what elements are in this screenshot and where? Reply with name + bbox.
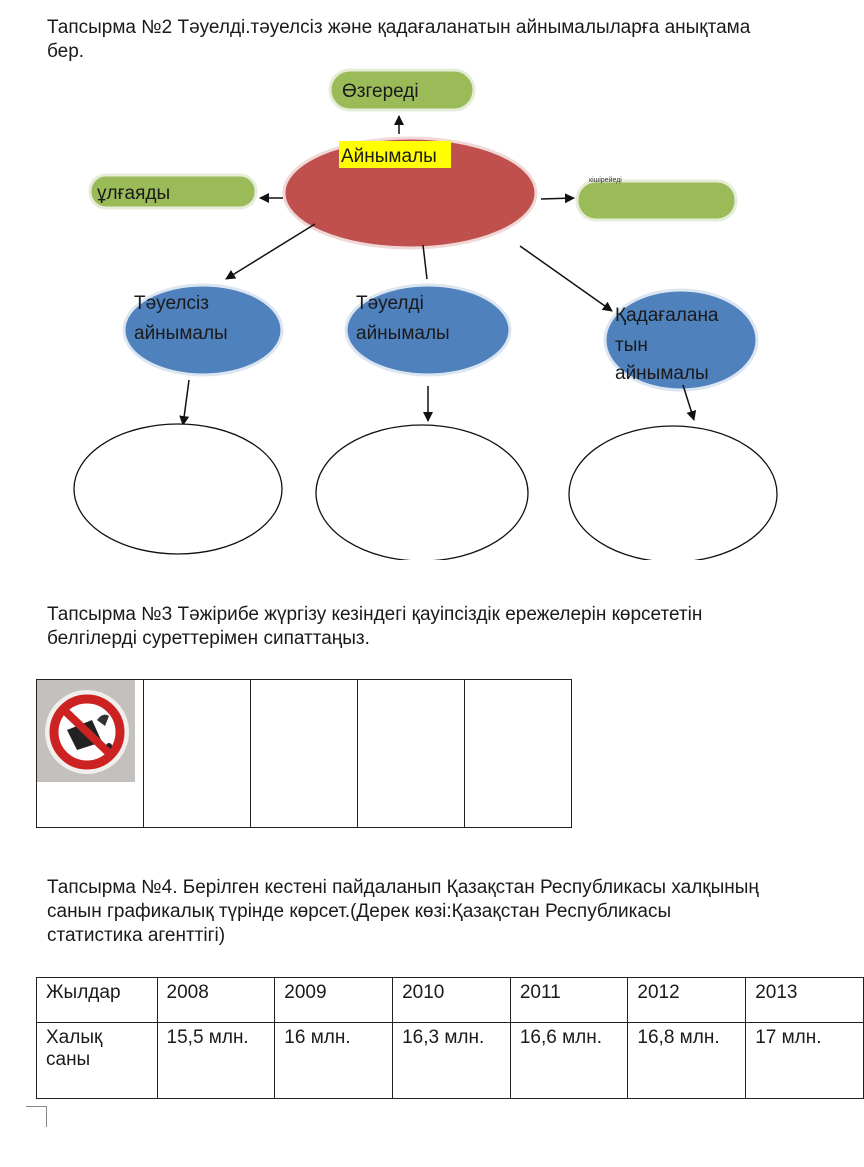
task2-line2: бер. (47, 41, 85, 62)
population-label-line2: саны (46, 1049, 91, 1070)
left-pill (88, 173, 258, 210)
left-pill-label: ұлғаяды (97, 183, 170, 204)
table-cell: 17 млн. (745, 1022, 864, 1099)
dependent-label: Тәуелді айнымалы (356, 293, 450, 344)
table-cell: 2008 (156, 977, 276, 1023)
table-cell: 2009 (274, 977, 394, 1023)
dependent-label-line1: Тәуелді (356, 293, 424, 314)
independent-label-line2: айнымалы (134, 323, 228, 344)
task3-line1: Тапсырма №3 Тәжірибе жүргізу кезіндегі қ… (47, 604, 703, 625)
signs-row (36, 679, 572, 828)
independent-ellipse (122, 283, 284, 377)
dependent-label-line2: айнымалы (356, 323, 450, 344)
answer-ellipse-2[interactable] (315, 424, 529, 560)
center-label: Айнымалы (341, 146, 437, 167)
sign-cell-4[interactable] (357, 679, 465, 828)
table-cell: 16,6 млн. (509, 1022, 629, 1099)
answer-ellipse-1[interactable] (73, 423, 283, 555)
population-label-line1: Халық (46, 1027, 103, 1048)
arrow-right (540, 193, 575, 204)
controlled-label-line1: Қадағалана (615, 305, 719, 326)
table-cell: 2010 (392, 977, 511, 1023)
arrow-down-1 (179, 379, 190, 426)
task4-line1: Тапсырма №4. Берілген кестені пайдаланып… (47, 877, 759, 898)
controlled-label: Қадағалана тын айнымалы (615, 305, 724, 384)
arrow-to-independent (225, 223, 316, 280)
safety-signs-table (36, 679, 572, 828)
table-cell: 15,5 млн. (156, 1022, 276, 1099)
table-row-years: Жылдар 2008 2009 2010 2011 2012 2013 (36, 977, 864, 1023)
task2-text: Тапсырма №2 Тәуелді.тәуелсіз және қадаға… (47, 16, 864, 64)
table-cell: 2013 (745, 977, 864, 1023)
table-cell: 2012 (627, 977, 747, 1023)
line-to-dependent (422, 244, 428, 280)
dependent-ellipse (344, 283, 512, 377)
table-cell: 2011 (509, 977, 629, 1023)
sign-cell-5[interactable] (464, 679, 572, 828)
task3-line2: белгілерді суреттерімен сипаттаңыз. (47, 628, 370, 649)
table-cell: 16,3 млн. (392, 1022, 511, 1099)
sign-cell-2[interactable] (143, 679, 251, 828)
sign-cell-1[interactable] (36, 679, 144, 828)
controlled-ellipse (603, 288, 759, 392)
years-header-cell: Жылдар (36, 977, 158, 1023)
task4-text: Тапсырма №4. Берілген кестені пайдаланып… (47, 876, 864, 948)
task3-text: Тапсырма №3 Тәжірибе жүргізу кезіндегі қ… (47, 603, 864, 651)
right-pill-tiny-label: кішірейеді (589, 176, 622, 184)
task2-line1: Тапсырма №2 Тәуелді.тәуелсіз және қадаға… (47, 17, 751, 38)
right-pill (575, 179, 738, 222)
controlled-label-line3: айнымалы (615, 363, 709, 384)
independent-label-line1: Тәуелсіз (134, 293, 209, 314)
task4-line3: статистика агенттігі) (47, 925, 226, 946)
table-cell: 16 млн. (274, 1022, 394, 1099)
answer-ellipse-3[interactable] (568, 425, 778, 560)
population-table: Жылдар 2008 2009 2010 2011 2012 2013 Хал… (36, 977, 864, 1099)
center-highlight (339, 141, 451, 168)
task4-line2: санын графикалық түрінде көрсет.(Дерек к… (47, 901, 672, 922)
population-table-wrap: Жылдар 2008 2009 2010 2011 2012 2013 Хал… (36, 977, 864, 1101)
arrow-to-controlled (519, 245, 613, 312)
table-row-population: Халық саны 15,5 млн. 16 млн. 16,3 млн. 1… (36, 1022, 864, 1099)
sign-cell-3[interactable] (250, 679, 358, 828)
independent-label: Тәуелсіз айнымалы (134, 293, 228, 344)
arrow-down-3 (682, 384, 697, 421)
no-pouring-sign-icon (37, 680, 135, 782)
population-header-cell: Халық саны (36, 1022, 158, 1099)
top-pill (328, 68, 476, 112)
variables-diagram: Өзгереді Айнымалы ұлғаяды кішірейеді Тәу… (73, 68, 778, 560)
page-corner-mark (26, 1106, 47, 1127)
table-cell: 16,8 млн. (627, 1022, 747, 1099)
controlled-label-line2: тын (615, 335, 648, 356)
top-pill-label: Өзгереді (342, 81, 419, 102)
